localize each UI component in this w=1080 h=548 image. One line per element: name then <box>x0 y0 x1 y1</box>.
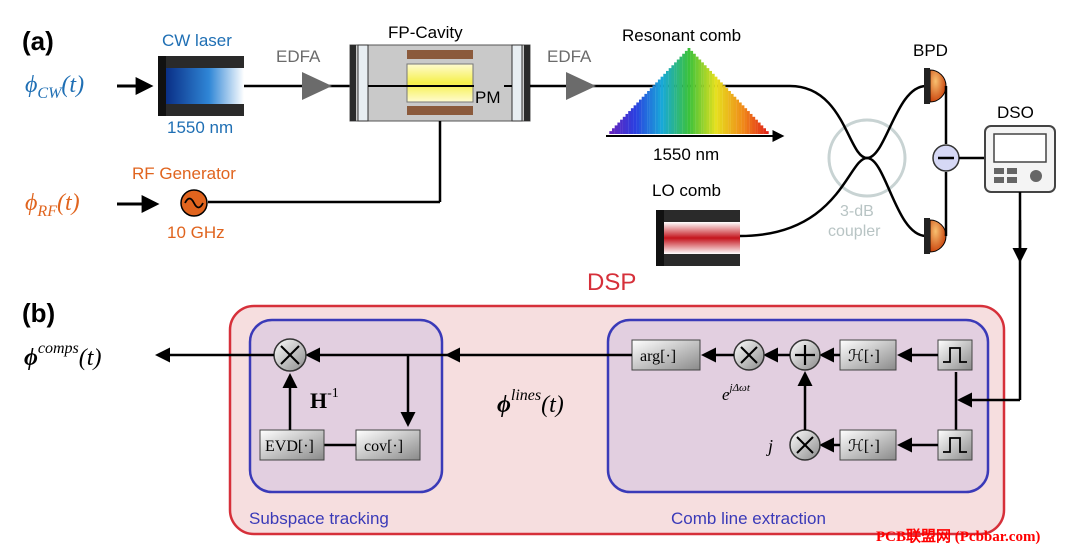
bpd-title: BPD <box>913 41 948 60</box>
rf-generator-icon <box>180 189 208 217</box>
cw-laser-wavelength: 1550 nm <box>167 118 233 137</box>
resonant-comb-spectrum <box>609 48 769 134</box>
hilbert-block-top: ℋ[·] <box>839 339 897 371</box>
sum-node-icon <box>789 339 821 371</box>
svg-text:cov[·]: cov[·] <box>364 438 403 455</box>
edfa1-triangle <box>302 72 332 100</box>
svg-text:arg[·]: arg[·] <box>640 348 676 365</box>
output-label: ϕcomps(t) <box>24 340 101 371</box>
multiply-node-subspace-icon <box>273 338 307 372</box>
edfa2-label: EDFA <box>547 47 592 66</box>
rf-phase-label: ϕRF(t) <box>25 190 80 220</box>
resonant-comb-wavelength: 1550 nm <box>653 145 719 164</box>
svg-text:ℋ[·]: ℋ[·] <box>848 438 880 455</box>
rf-generator-title: RF Generator <box>132 164 236 183</box>
multiply-node-top-icon <box>733 339 765 371</box>
arg-block: arg[·] <box>631 339 701 371</box>
panel-b-label: (b) <box>22 298 55 328</box>
fp-cavity-icon <box>349 44 531 122</box>
lo-comb-icon <box>656 210 740 266</box>
multiply-node-j-icon <box>789 429 821 461</box>
dso-icon <box>984 125 1056 193</box>
cw-phase-label: ϕCW(t) <box>25 72 84 102</box>
cw-laser-title: CW laser <box>162 31 232 50</box>
bandpass-filter-bottom-icon <box>937 429 973 461</box>
coupler-label-line2: coupler <box>828 223 881 240</box>
rf-frequency: 10 GHz <box>167 223 225 242</box>
cw-laser-icon <box>158 56 244 116</box>
bpd-lower-icon <box>924 218 947 254</box>
watermark: PCB联盟网 (Pcbbar.com) <box>876 528 1040 545</box>
lines-signal-label: ϕlines(t) <box>497 387 564 418</box>
subspace-title: Subspace tracking <box>249 509 389 528</box>
fp-cavity-title: FP-Cavity <box>388 23 463 42</box>
hilbert-block-bottom: ℋ[·] <box>839 429 897 461</box>
edfa1-label: EDFA <box>276 47 321 66</box>
evd-block: EVD[·] <box>259 429 325 461</box>
h-inverse-label: H-1 <box>310 386 339 413</box>
comb-extraction-title: Comb line extraction <box>671 509 826 528</box>
bpd-upper-icon <box>924 68 947 104</box>
coupler-label-line1: 3-dB <box>840 203 874 220</box>
panel-a-label: (a) <box>22 26 54 56</box>
svg-text:ℋ[·]: ℋ[·] <box>848 348 880 365</box>
coupler-icon <box>827 118 907 198</box>
subtract-node-icon <box>932 144 960 172</box>
svg-text:EVD[·]: EVD[·] <box>265 438 314 455</box>
exp-label: ejΔωt <box>722 382 751 404</box>
lo-comb-title: LO comb <box>652 181 721 200</box>
dsp-title: DSP <box>587 269 636 296</box>
bandpass-filter-top-icon <box>937 339 973 371</box>
edfa2-triangle <box>566 72 596 100</box>
coupler-lower-fiber <box>739 156 927 238</box>
pm-label: PM <box>475 88 501 107</box>
dso-title: DSO <box>997 103 1034 122</box>
j-label: j <box>766 436 773 456</box>
cov-block: cov[·] <box>355 429 421 461</box>
resonant-comb-title: Resonant comb <box>622 26 741 45</box>
